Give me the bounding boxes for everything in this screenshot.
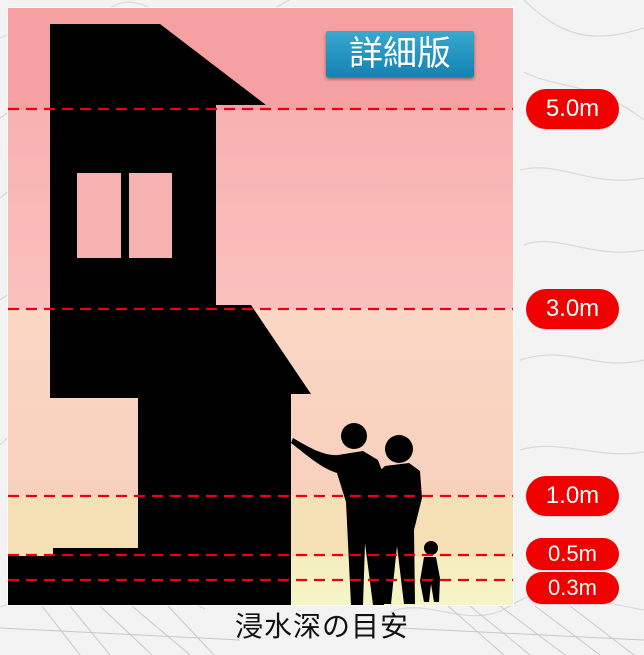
people-silhouette-icon bbox=[291, 423, 440, 605]
depth-label-0-3m: 0.3m bbox=[526, 572, 619, 604]
depth-label-3-0m: 3.0m bbox=[526, 289, 619, 329]
window-divider bbox=[121, 170, 129, 261]
depth-label-5-0m: 5.0m bbox=[526, 89, 619, 129]
depth-reference-lines bbox=[8, 107, 513, 582]
flood-depth-illustration bbox=[8, 24, 513, 605]
depth-label-0-5m: 0.5m bbox=[526, 538, 619, 570]
house-silhouette-icon bbox=[8, 24, 311, 605]
detailed-version-badge[interactable]: 詳細版 bbox=[326, 31, 474, 77]
depth-label-1-0m: 1.0m bbox=[526, 476, 619, 516]
flood-depth-caption: 浸水深の目安 bbox=[234, 610, 409, 643]
